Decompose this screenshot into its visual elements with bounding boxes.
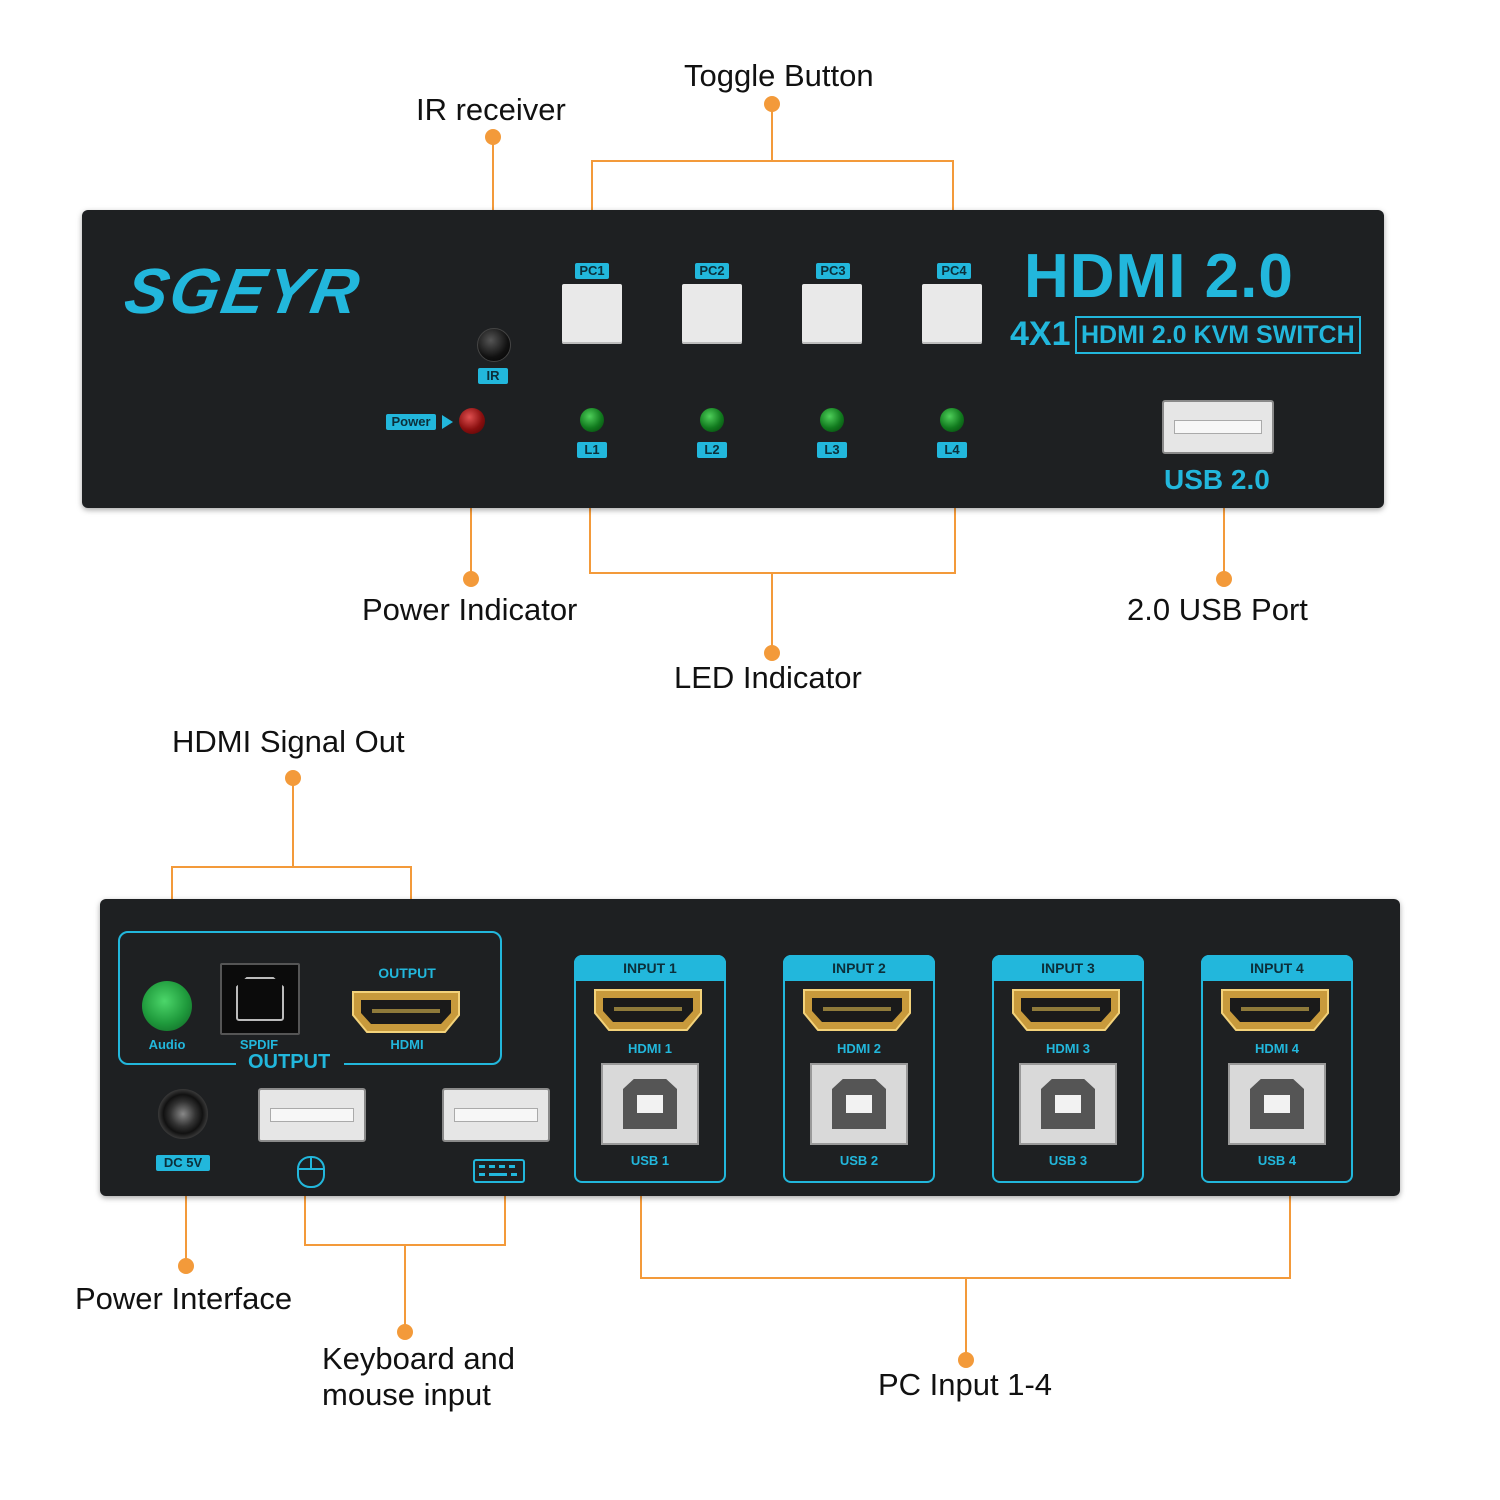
hdmi-input-label-4: HDMI 4 [1254, 1041, 1300, 1056]
mouse-icon [297, 1156, 325, 1188]
spdif-port[interactable] [220, 963, 300, 1035]
callout-dot-toggle [764, 96, 780, 112]
hdmi-output-label: HDMI [390, 1037, 424, 1052]
led-label-1: L1 [577, 442, 607, 458]
pc1-label: PC1 [575, 263, 609, 279]
led-indicator-4 [940, 408, 964, 432]
keyboard-icon [473, 1159, 525, 1183]
callout-led-indicator: LED Indicator [674, 660, 862, 695]
keyboard-usb-port[interactable] [442, 1088, 550, 1142]
pc1-toggle-button[interactable] [562, 284, 622, 344]
hdmi-input-port-3[interactable] [1010, 987, 1122, 1033]
ir-label: IR [478, 368, 508, 384]
input-group-2: INPUT 2 HDMI 2 USB 2 [783, 955, 935, 1183]
led-indicator-2 [700, 408, 724, 432]
pc3-toggle-button[interactable] [802, 284, 862, 344]
led-indicator-1 [580, 408, 604, 432]
dc-power-jack[interactable] [158, 1089, 208, 1139]
callout-dot-power-interface [178, 1258, 194, 1274]
hdmi-output-port[interactable] [350, 989, 462, 1035]
input-group-3: INPUT 3 HDMI 3 USB 3 [992, 955, 1144, 1183]
mouse-usb-port[interactable] [258, 1088, 366, 1142]
rear-panel: OUTPUT Audio SPDIF OUTPUT HDMI DC 5V INP… [100, 899, 1400, 1196]
arrow-right-icon [442, 415, 453, 429]
callout-power-interface: Power Interface [75, 1281, 293, 1316]
usb-b-port-4[interactable] [1228, 1063, 1326, 1145]
hdmi-input-port-1[interactable] [592, 987, 704, 1033]
power-led [459, 408, 485, 434]
input-group-1: INPUT 1 HDMI 1 USB 1 [574, 955, 726, 1183]
usb-label: USB 2.0 [1164, 464, 1270, 495]
hdmi-input-label-1: HDMI 1 [627, 1041, 673, 1056]
callout-dot-pc-input [958, 1352, 974, 1368]
usb-b-port-1[interactable] [601, 1063, 699, 1145]
audio-label: Audio [148, 1037, 186, 1052]
led-label-4: L4 [937, 442, 967, 458]
usb-b-port-3[interactable] [1019, 1063, 1117, 1145]
callout-dot-hdmi-out [285, 770, 301, 786]
usb-input-label-2: USB 2 [839, 1153, 879, 1168]
callout-dot-led [764, 645, 780, 661]
led-indicator-3 [820, 408, 844, 432]
input-head-4: INPUT 4 [1201, 955, 1353, 981]
input-head-1: INPUT 1 [574, 955, 726, 981]
callout-dot-keyboard [397, 1324, 413, 1340]
usb-input-label-4: USB 4 [1257, 1153, 1297, 1168]
callout-dot-power [463, 571, 479, 587]
front-panel: SGEYR IR Power PC1 PC2 PC3 PC4 L1 L2 L3 … [82, 210, 1384, 508]
callout-dot-ir [485, 129, 501, 145]
callout-keyboard-line2: mouse input [322, 1377, 491, 1412]
hdmi-input-port-2[interactable] [801, 987, 913, 1033]
input-head-3: INPUT 3 [992, 955, 1144, 981]
callout-pc-input: PC Input 1-4 [878, 1367, 1053, 1402]
hdmi-input-label-2: HDMI 2 [836, 1041, 882, 1056]
hdmi-input-label-3: HDMI 3 [1045, 1041, 1091, 1056]
audio-jack[interactable] [142, 981, 192, 1031]
pc2-toggle-button[interactable] [682, 284, 742, 344]
model-name: HDMI 2.0 KVM SWITCH [1075, 316, 1361, 354]
output-group-label: OUTPUT [248, 1051, 331, 1073]
usb-b-port-2[interactable] [810, 1063, 908, 1145]
callout-hdmi-signal-out: HDMI Signal Out [172, 724, 405, 759]
pc4-toggle-button[interactable] [922, 284, 982, 344]
output-small-label: OUTPUT [378, 965, 436, 981]
hdmi-logo: HDMI 2.0 [1024, 242, 1294, 311]
callout-toggle-button: Toggle Button [684, 58, 874, 93]
callout-power-indicator: Power Indicator [362, 592, 578, 627]
pc4-label: PC4 [937, 263, 971, 279]
led-label-2: L2 [697, 442, 727, 458]
hdmi-input-port-4[interactable] [1219, 987, 1331, 1033]
callout-ir-receiver: IR receiver [416, 92, 566, 127]
pc3-label: PC3 [816, 263, 850, 279]
input-head-2: INPUT 2 [783, 955, 935, 981]
led-label-3: L3 [817, 442, 847, 458]
callout-usb-port: 2.0 USB Port [1127, 592, 1308, 627]
dc-5v-label: DC 5V [156, 1155, 210, 1171]
model-prefix: 4X1 [1010, 315, 1071, 353]
usb-input-label-1: USB 1 [630, 1153, 670, 1168]
spdif-label: SPDIF [239, 1037, 279, 1052]
callout-dot-usb [1216, 571, 1232, 587]
input-group-4: INPUT 4 HDMI 4 USB 4 [1201, 955, 1353, 1183]
usb-input-label-3: USB 3 [1048, 1153, 1088, 1168]
callout-keyboard-line1: Keyboard and [322, 1341, 516, 1376]
power-label: Power [386, 414, 436, 430]
front-usb-port[interactable] [1162, 400, 1274, 454]
brand-logo: SGEYR [119, 255, 367, 327]
pc2-label: PC2 [695, 263, 729, 279]
ir-receiver-sensor [477, 328, 511, 362]
